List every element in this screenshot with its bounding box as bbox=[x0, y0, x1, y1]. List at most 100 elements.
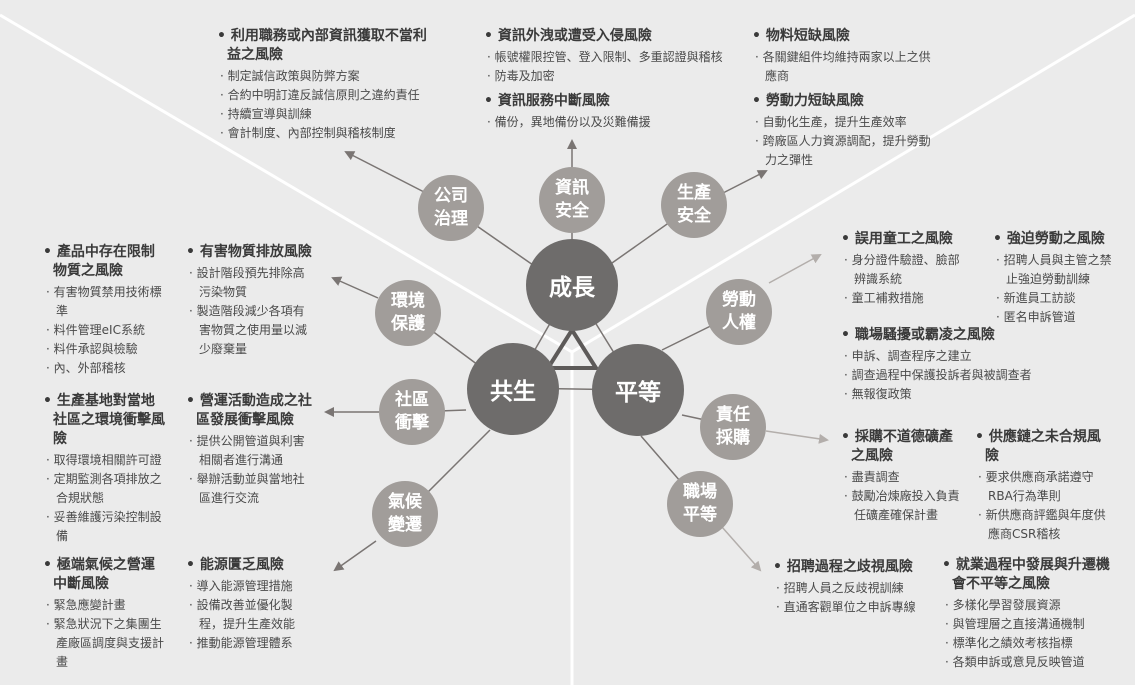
category-climate-label: 氣候 變遷 bbox=[388, 492, 422, 535]
mitigation-item: 設備改善並優化製程，提升生產效能 bbox=[186, 596, 316, 634]
risk-block: 利用職務或內部資訊獲取不當利益之風險制定誠信政策與防弊方案合約中明訂違反誠信原則… bbox=[217, 27, 437, 143]
mitigation-item: 緊急狀況下之集團生產廠區調度與支援計畫 bbox=[43, 615, 165, 672]
category-production: 生產 安全 bbox=[661, 172, 727, 238]
risk-heading: 誤用童工之風險 bbox=[841, 230, 966, 249]
risk-heading: 招聘過程之歧視風險 bbox=[773, 558, 923, 577]
category-infosec-label: 資訊 安全 bbox=[555, 178, 589, 221]
risk-heading: 資訊外洩或遭受入侵風險 bbox=[484, 27, 734, 46]
mitigation-item: 取得環境相關許可證 bbox=[43, 451, 165, 470]
mitigation-item: 緊急應變計畫 bbox=[43, 596, 165, 615]
category-environment-label: 環境 保護 bbox=[391, 291, 425, 334]
mitigation-item: 匿名申訴管道 bbox=[993, 308, 1113, 327]
risk-block: 招聘過程之歧視風險招聘人員之反歧視訓練直通客觀單位之申訴專線 bbox=[773, 558, 923, 617]
category-climate: 氣候 變遷 bbox=[372, 481, 438, 547]
risk-block: 營運活動造成之社區發展衝擊風險提供公開管道與利害相關者進行溝通舉辦活動並與當地社… bbox=[186, 392, 316, 508]
category-labor-label: 勞動 人權 bbox=[722, 290, 756, 333]
mitigation-item: 備份，異地備份以及災難備援 bbox=[484, 113, 734, 132]
risk-heading: 勞動力短缺風險 bbox=[752, 92, 937, 111]
risk-heading: 有害物質排放風險 bbox=[186, 243, 316, 262]
mitigation-item: 童工補救措施 bbox=[841, 289, 966, 308]
risk-block: 能源匱乏風險導入能源管理措施設備改善並優化製程，提升生產效能推動能源管理體系 bbox=[186, 556, 316, 653]
mitigation-item: 定期監測各項排放之合規狀態 bbox=[43, 470, 165, 508]
category-procurement-label: 責任 採購 bbox=[716, 405, 750, 448]
mitigation-item: 直通客觀單位之申訴專線 bbox=[773, 598, 923, 617]
risk-block: 物料短缺風險各關鍵組件均維持兩家以上之供應商 bbox=[752, 27, 937, 86]
center-triangle bbox=[544, 326, 600, 370]
mitigation-item: 導入能源管理措施 bbox=[186, 577, 316, 596]
risk-block: 供應鏈之未合規風險要求供應商承諾遵守RBA行為準則新供應商評鑑與年度供應商CSR… bbox=[975, 428, 1110, 544]
mitigation-item: 有害物質禁用技術標準 bbox=[43, 283, 165, 321]
mitigation-item: 調查過程中保護投訴者與被調查者 bbox=[841, 366, 1081, 385]
section-dividers bbox=[0, 13, 1135, 685]
risk-block: 強迫勞動之風險招聘人員與主管之禁止強迫勞動訓練新進員工訪談匿名申訴管道 bbox=[993, 230, 1113, 327]
mitigation-item: 制定誠信政策與防弊方案 bbox=[217, 67, 437, 86]
category-governance-label: 公司 治理 bbox=[434, 186, 468, 229]
category-workplace-label: 職場 平等 bbox=[683, 482, 717, 525]
mitigation-item: 跨廠區人力資源調配，提升勞動力之彈性 bbox=[752, 132, 937, 170]
category-environment: 環境 保護 bbox=[375, 280, 441, 346]
hub-growth: 成長 bbox=[526, 239, 618, 331]
risk-heading: 資訊服務中斷風險 bbox=[484, 92, 734, 111]
risk-heading: 生產基地對當地社區之環境衝擊風險 bbox=[43, 392, 165, 449]
mitigation-item: 推動能源管理體系 bbox=[186, 634, 316, 653]
mitigation-item: 身分證件驗證、臉部辨識系統 bbox=[841, 251, 966, 289]
mitigation-item: 帳號權限控管、登入限制、多重認證與稽核 bbox=[484, 48, 734, 67]
risk-heading: 極端氣候之營運中斷風險 bbox=[43, 556, 165, 594]
category-labor: 勞動 人權 bbox=[706, 279, 772, 345]
mitigation-item: 招聘人員之反歧視訓練 bbox=[773, 579, 923, 598]
category-procurement: 責任 採購 bbox=[700, 394, 766, 460]
risk-block: 有害物質排放風險設計階段預先排除高污染物質製造階段減少各項有害物質之使用量以減少… bbox=[186, 243, 316, 359]
risk-block: 資訊服務中斷風險備份，異地備份以及災難備援 bbox=[484, 92, 734, 132]
risk-block: 產品中存在限制物質之風險有害物質禁用技術標準料件管理eIC系統料件承認與檢驗內、… bbox=[43, 243, 165, 378]
category-workplace: 職場 平等 bbox=[667, 471, 733, 537]
hub-equality-label: 平等 bbox=[615, 380, 661, 406]
category-community-label: 社區 衝擊 bbox=[395, 390, 429, 433]
risk-heading: 就業過程中發展與升遷機會不平等之風險 bbox=[942, 556, 1117, 594]
category-governance: 公司 治理 bbox=[418, 175, 484, 241]
mitigation-item: 與管理層之直接溝通機制 bbox=[942, 615, 1117, 634]
mitigation-item: 申訴、調查程序之建立 bbox=[841, 347, 1081, 366]
risk-block: 誤用童工之風險身分證件驗證、臉部辨識系統童工補救措施 bbox=[841, 230, 966, 308]
mitigation-item: 各類申訴或意見反映管道 bbox=[942, 653, 1117, 672]
mitigation-item: 防毒及加密 bbox=[484, 67, 734, 86]
risk-heading: 能源匱乏風險 bbox=[186, 556, 316, 575]
mitigation-item: 料件承認與檢驗 bbox=[43, 340, 165, 359]
hub-coexist: 共生 bbox=[467, 343, 559, 435]
mitigation-item: 提供公開管道與利害相關者進行溝通 bbox=[186, 432, 316, 470]
hub-growth-label: 成長 bbox=[549, 275, 595, 301]
hub-coexist-label: 共生 bbox=[490, 379, 536, 405]
mitigation-item: 無報復政策 bbox=[841, 385, 1081, 404]
mitigation-item: 鼓勵冶煉廠投入負責任礦產確保計畫 bbox=[841, 487, 961, 525]
mitigation-item: 要求供應商承諾遵守RBA行為準則 bbox=[975, 468, 1110, 506]
mitigation-item: 妥善維護污染控制設備 bbox=[43, 508, 165, 546]
mitigation-item: 新供應商評鑑與年度供應商CSR稽核 bbox=[975, 506, 1110, 544]
category-infosec: 資訊 安全 bbox=[539, 167, 605, 233]
risk-block: 資訊外洩或遭受入侵風險帳號權限控管、登入限制、多重認證與稽核防毒及加密 bbox=[484, 27, 734, 86]
risk-heading: 職場騷擾或霸凌之風險 bbox=[841, 326, 1081, 345]
mitigation-item: 盡責調查 bbox=[841, 468, 961, 487]
risk-heading: 產品中存在限制物質之風險 bbox=[43, 243, 165, 281]
mitigation-item: 製造階段減少各項有害物質之使用量以減少廢棄量 bbox=[186, 302, 316, 359]
risk-block: 極端氣候之營運中斷風險緊急應變計畫緊急狀況下之集團生產廠區調度與支援計畫 bbox=[43, 556, 165, 672]
risk-block: 就業過程中發展與升遷機會不平等之風險多樣化學習發展資源與管理層之直接溝通機制標準… bbox=[942, 556, 1117, 672]
mitigation-item: 各關鍵組件均維持兩家以上之供應商 bbox=[752, 48, 937, 86]
risk-block: 職場騷擾或霸凌之風險申訴、調查程序之建立調查過程中保護投訴者與被調查者無報復政策 bbox=[841, 326, 1081, 404]
risk-block: 勞動力短缺風險自動化生產，提升生產效率跨廠區人力資源調配，提升勞動力之彈性 bbox=[752, 92, 937, 170]
mitigation-item: 持續宣導與訓練 bbox=[217, 105, 437, 124]
risk-heading: 採購不道德礦產之風險 bbox=[841, 428, 961, 466]
mitigation-item: 自動化生產，提升生產效率 bbox=[752, 113, 937, 132]
risk-heading: 物料短缺風險 bbox=[752, 27, 937, 46]
mitigation-item: 多樣化學習發展資源 bbox=[942, 596, 1117, 615]
hub-equality: 平等 bbox=[592, 344, 684, 436]
mitigation-item: 料件管理eIC系統 bbox=[43, 321, 165, 340]
risk-block: 生產基地對當地社區之環境衝擊風險取得環境相關許可證定期監測各項排放之合規狀態妥善… bbox=[43, 392, 165, 546]
risk-heading: 利用職務或內部資訊獲取不當利益之風險 bbox=[217, 27, 437, 65]
category-community: 社區 衝擊 bbox=[379, 379, 445, 445]
mitigation-item: 設計階段預先排除高污染物質 bbox=[186, 264, 316, 302]
risk-heading: 強迫勞動之風險 bbox=[993, 230, 1113, 249]
category-production-label: 生產 安全 bbox=[677, 183, 711, 226]
mitigation-item: 會計制度、內部控制與稽核制度 bbox=[217, 124, 437, 143]
mitigation-item: 舉辦活動並與當地社區進行交流 bbox=[186, 470, 316, 508]
risk-block: 採購不道德礦產之風險盡責調查鼓勵冶煉廠投入負責任礦產確保計畫 bbox=[841, 428, 961, 525]
